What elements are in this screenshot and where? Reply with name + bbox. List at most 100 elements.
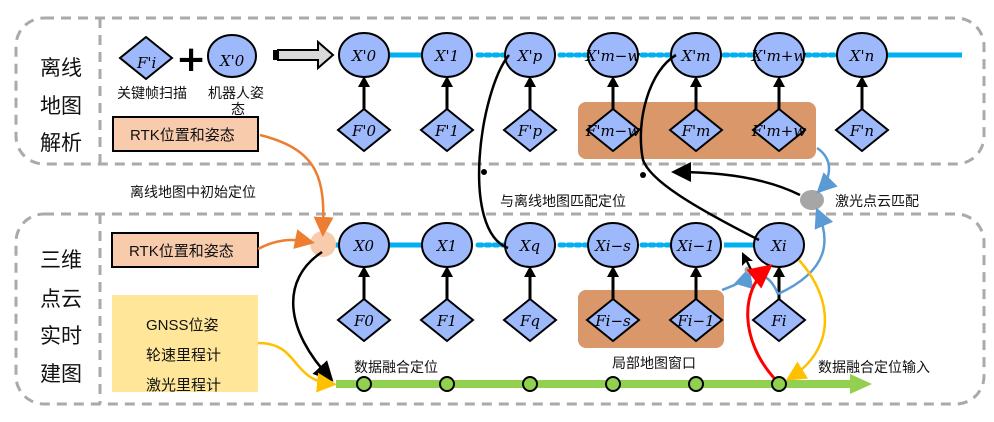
fusion-node (771, 376, 787, 392)
legend-plus: + (176, 39, 206, 80)
online-scan-label: F1 (436, 312, 457, 330)
online-pose-node (338, 222, 390, 268)
offline-arrowhead-icon (607, 76, 619, 87)
svg-text:机器人姿: 机器人姿 (208, 86, 264, 102)
offline-scan-node (751, 107, 807, 153)
offline-nodes: X'0F'0X'1F'1X'pF'pX'm−wF'm−wX'mF'mX'm+wF… (336, 32, 890, 153)
offline-scan-node (336, 107, 392, 153)
online-scan-node (668, 297, 724, 343)
offline-scan-node (668, 107, 724, 153)
offline-arrowhead-icon (358, 76, 370, 87)
online-pose-node (421, 222, 473, 268)
fusion-node (439, 376, 455, 392)
svg-text:实时: 实时 (40, 324, 82, 348)
online-pose-label: Xi−s (594, 237, 631, 255)
online-pose-node (670, 222, 722, 268)
online-rtk-box: RTK位置和姿态 (111, 232, 259, 268)
offline-section-title: 离线 地图 解析 (40, 56, 82, 155)
fusion-bar (336, 374, 872, 394)
online-rtk-to-init-arrow (257, 229, 315, 251)
online-scan-node (502, 297, 558, 343)
offline-pose-label: X'm (680, 47, 710, 65)
online-arrowhead-icon (441, 266, 453, 277)
match-localization-label: 与离线地图匹配定位 (500, 193, 626, 210)
online-arrowhead-icon (773, 266, 785, 277)
online-scan-node (336, 297, 392, 343)
online-scan-label: Fi (770, 312, 786, 330)
offline-scan-node (585, 107, 641, 153)
sensor-to-fusion-arrow (257, 341, 337, 393)
init-to-fusion-arrow (291, 250, 334, 382)
fusion-to-xi-red-arrow (746, 264, 776, 379)
fusion-node (522, 376, 538, 392)
online-scan-node (585, 297, 641, 343)
online-pose-label: Xi−1 (676, 237, 715, 255)
legend-keyframe-diamond (118, 35, 174, 81)
svg-text:RTK位置和姿态: RTK位置和姿态 (129, 243, 234, 260)
online-arrowhead-icon (690, 266, 702, 277)
svg-text:离线: 离线 (40, 56, 82, 80)
fusion-node (688, 376, 704, 392)
offline-scan-node (419, 107, 475, 153)
sensor-box: GNSS位姿 轮速里程计 激光里程计 (112, 295, 258, 394)
fusion-label: 数据融合定位 (354, 360, 438, 376)
svg-text:激光里程计: 激光里程计 (146, 377, 221, 394)
svg-text:态: 态 (231, 102, 245, 118)
online-scan-label: F0 (353, 312, 374, 330)
offline-pose-label: X'm−w (585, 47, 641, 65)
offline-scan-node (502, 107, 558, 153)
fi-to-match-arrow (777, 207, 834, 296)
svg-text:点云: 点云 (40, 287, 82, 311)
svg-text:X'0: X'0 (219, 52, 245, 70)
legend-pose-circle (207, 34, 257, 78)
offline-pose-node (587, 32, 639, 78)
online-scan-label: Fi−s (594, 312, 631, 330)
offline-arrowhead-icon (441, 76, 453, 87)
offline-arrowhead-icon (856, 76, 868, 87)
fi-to-edge-arrow (757, 274, 780, 295)
match-curve-q-to-p (477, 54, 510, 250)
online-pose-label: Xi (770, 237, 787, 255)
match-dot-left (481, 169, 487, 175)
match-curve-i-to-m (639, 53, 760, 242)
online-arrowhead-icon (607, 266, 619, 277)
laser-match-point (800, 190, 824, 210)
svg-text:轮速里程计: 轮速里程计 (146, 347, 221, 364)
offline-pose-label: X'p (517, 47, 543, 65)
offline-pose-node (836, 32, 888, 78)
laser-match-to-offline-arrow (671, 162, 801, 197)
initial-localization-label: 离线地图中初始定位 (130, 184, 256, 201)
offline-arrowhead-icon (773, 76, 785, 87)
laser-match-label: 激光点云匹配 (835, 193, 919, 210)
transform-arrow (273, 39, 335, 71)
svg-text:三维: 三维 (40, 248, 82, 272)
offline-pose-node (504, 32, 556, 78)
offline-scan-label: F'm+w (751, 122, 806, 140)
offline-scan-label: F'm (681, 122, 711, 140)
init-merge-point (310, 231, 336, 257)
offline-scan-node (834, 107, 890, 153)
local-window-label: 局部地图窗口 (612, 355, 696, 372)
online-scan-label: Fi−1 (676, 312, 714, 330)
offline-scan-label: F'm−w (585, 122, 640, 140)
offline-pose-label: X'm+w (751, 47, 807, 65)
offline-arrowhead-icon (524, 76, 536, 87)
online-arrowhead-icon (358, 266, 370, 277)
fusion-node (605, 376, 621, 392)
offline-pose-label: X'0 (351, 47, 377, 65)
offline-pose-node (670, 32, 722, 78)
svg-text:关键帧扫描: 关键帧扫描 (117, 86, 187, 102)
online-pose-node (504, 222, 556, 268)
online-scan-node (419, 297, 475, 343)
fusion-input-label: 数据融合定位输入 (818, 360, 930, 376)
online-pose-label: X1 (436, 237, 457, 255)
match-dot-right (640, 172, 646, 178)
offline-rtk-to-init-arrow (259, 133, 334, 237)
online-pose-node (753, 222, 805, 268)
offline-rtk-box: RTK位置和姿态 (112, 116, 259, 152)
online-window-to-edge-arrow (721, 267, 754, 292)
online-section-border (14, 212, 986, 406)
legend: F'i + X'0 关键帧扫描 机器人姿 态 (117, 34, 264, 118)
